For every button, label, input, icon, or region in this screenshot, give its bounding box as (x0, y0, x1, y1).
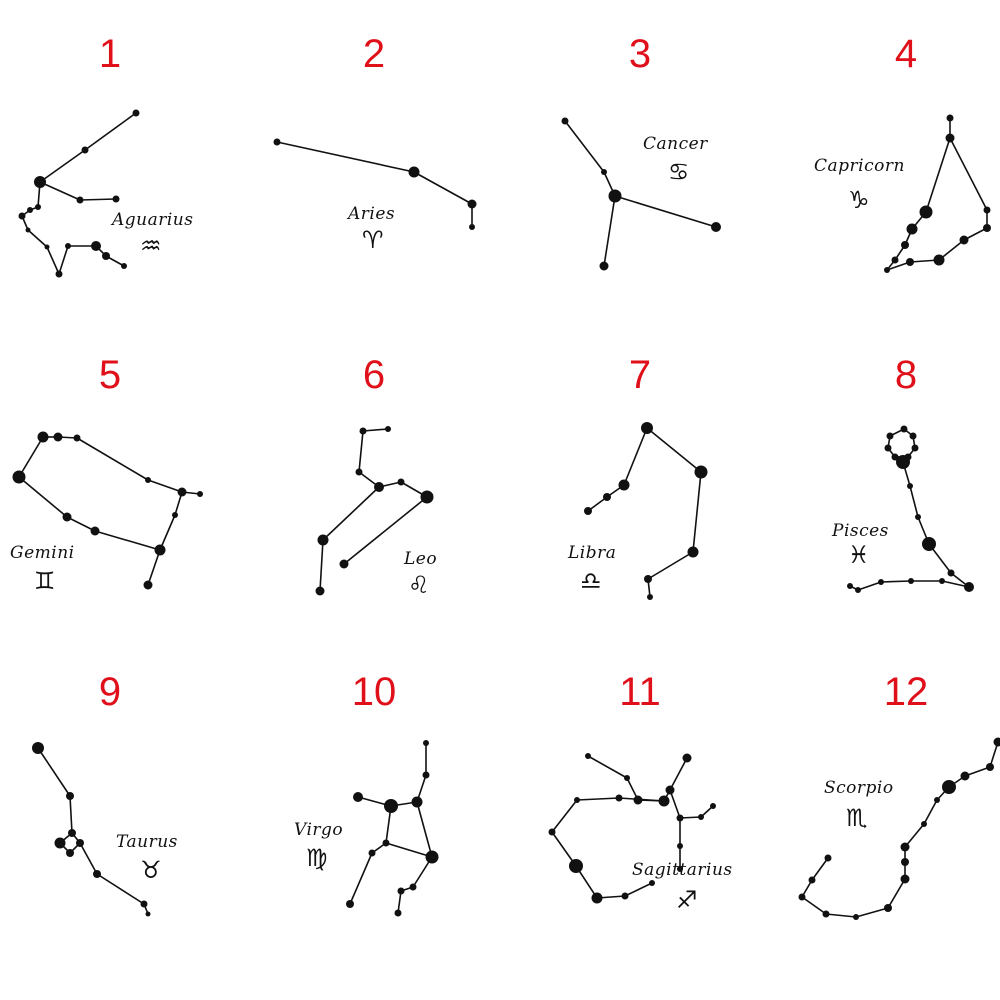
constellation-number: 6 (362, 353, 386, 397)
leo-symbol-icon: ♌ (408, 571, 430, 599)
constellation-figure (584, 422, 708, 600)
constellation-figure (32, 742, 151, 917)
constellation-name: Gemini (10, 543, 75, 563)
constellation-figure (273, 138, 477, 230)
constellation-number: 2 (362, 32, 386, 76)
constellation-figure (847, 425, 974, 593)
constellation-name: Leo (404, 549, 438, 569)
constellation-figure (346, 740, 439, 917)
constellation-name: Pisces (832, 521, 889, 541)
constellation-number: 10 (351, 670, 397, 714)
taurus-symbol-icon: ♉ (140, 856, 162, 884)
constellation-name: Aries (348, 204, 396, 224)
constellation-figure (12, 431, 203, 590)
constellation-number: 12 (883, 670, 929, 714)
constellation-number: 5 (98, 353, 122, 397)
constellation-name: Capricorn (814, 156, 905, 176)
constellation-number: 7 (628, 353, 652, 397)
constellation-panel-10: 10 Virgo ♍ (264, 666, 514, 999)
constellation-figure (561, 117, 721, 271)
constellation-panel-2: 2 Aries ♈ (264, 0, 514, 333)
constellation-panel-7: 7 Libra ♎ (530, 333, 780, 666)
constellation-number: 3 (628, 32, 652, 76)
constellation-figure (798, 737, 1000, 920)
constellation-panel-11: 11 Sagittarius ♐ (530, 666, 780, 999)
scorpio-symbol-icon: ♏ (846, 804, 868, 832)
constellation-number: 1 (98, 32, 122, 76)
constellation-number: 11 (619, 670, 661, 714)
constellation-name: Cancer (643, 134, 708, 154)
constellation-name: Virgo (294, 820, 344, 840)
constellation-panel-4: 4 Capricorn ♑ (750, 0, 1000, 333)
cancer-symbol-icon: ♋ (668, 158, 690, 186)
pisces-symbol-icon: ♓ (848, 541, 870, 569)
constellation-panel-6: 6 Leo ♌ (264, 333, 514, 666)
aries-symbol-icon: ♈ (362, 226, 384, 254)
constellation-number: 4 (894, 32, 918, 76)
constellation-figure (884, 114, 991, 273)
constellation-panel-1: 1 Aguarius ♒ (0, 0, 250, 333)
constellation-name: Sagittarius (632, 860, 733, 880)
virgo-symbol-icon: ♍ (306, 844, 328, 872)
gemini-symbol-icon: ♊ (34, 567, 56, 595)
constellation-panel-9: 9 Taurus ♉ (0, 666, 250, 999)
constellation-panel-3: 3 Cancer ♋ (530, 0, 780, 333)
constellation-figure (548, 753, 716, 904)
constellation-panel-5: 5 Gemini ♊ (0, 333, 250, 666)
sagittarius-symbol-icon: ♐ (676, 886, 698, 914)
capricorn-symbol-icon: ♑ (848, 186, 870, 214)
constellation-number: 9 (98, 670, 122, 714)
libra-symbol-icon: ♎ (580, 567, 602, 595)
constellation-name: Taurus (116, 832, 178, 852)
constellation-name: Aguarius (112, 210, 194, 230)
constellation-name: Libra (568, 543, 617, 563)
constellation-number: 8 (894, 353, 918, 397)
constellation-figure (315, 426, 434, 596)
constellation-figure (18, 109, 140, 278)
aquarius-symbol-icon: ♒ (140, 232, 162, 260)
constellation-name: Scorpio (824, 778, 894, 798)
constellation-panel-12: 12 Scorpio ♏ (750, 666, 1000, 999)
constellation-panel-8: 8 Pisces ♓ (750, 333, 1000, 666)
